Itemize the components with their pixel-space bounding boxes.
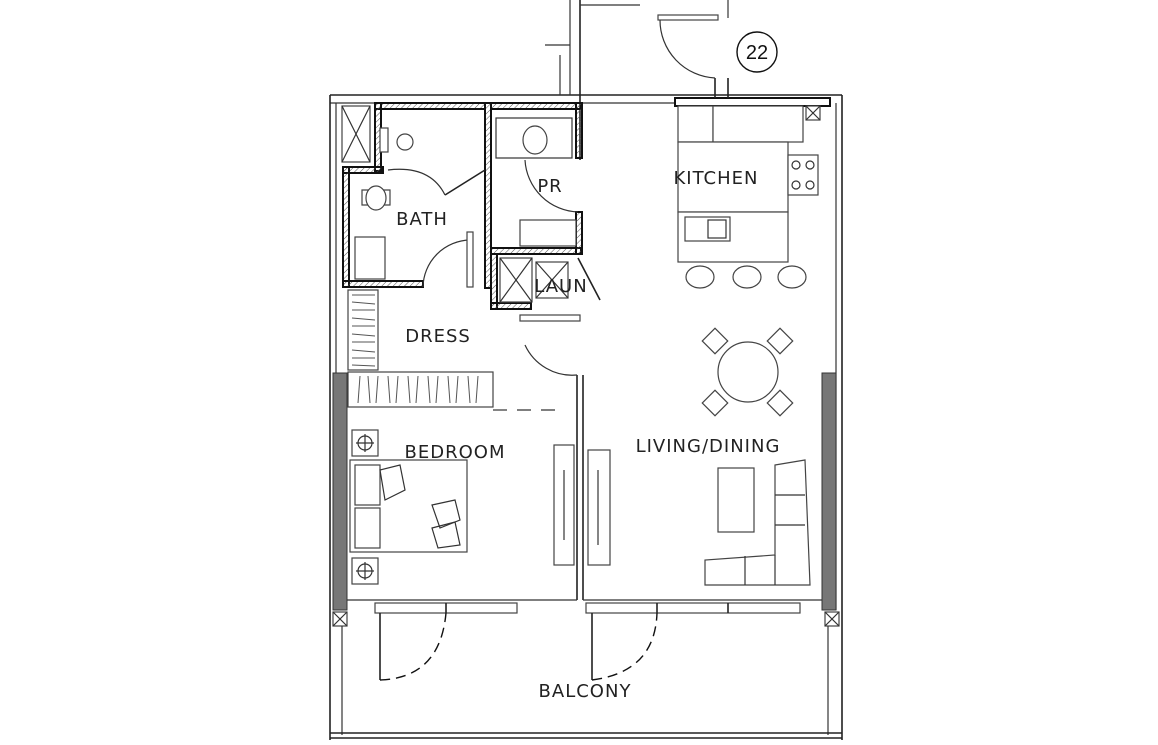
label-pr: PR bbox=[537, 176, 562, 197]
entry-corridor bbox=[545, 0, 729, 98]
pr-basin bbox=[519, 219, 577, 247]
pr-fixtures bbox=[495, 117, 579, 247]
bar-stool-1 bbox=[685, 265, 715, 289]
bath-toilet-icon bbox=[365, 185, 387, 211]
tv-unit bbox=[587, 449, 611, 566]
bar-stool-3 bbox=[777, 265, 807, 289]
bedroom-furniture bbox=[349, 429, 575, 585]
label-dress: DRESS bbox=[405, 326, 471, 347]
dress-door-swing bbox=[524, 344, 578, 376]
living-furniture bbox=[587, 449, 811, 586]
exterior-walls bbox=[329, 94, 843, 740]
column-left bbox=[332, 372, 348, 611]
wet-area-walls bbox=[342, 102, 583, 310]
label-bath: BATH bbox=[396, 209, 448, 230]
bath-door-swing bbox=[422, 239, 471, 288]
label-living-dining: LIVING/DINING bbox=[636, 436, 781, 457]
pr-toilet-icon bbox=[522, 125, 548, 155]
balcony-door-swing-left bbox=[379, 612, 447, 681]
label-kitchen: KITCHEN bbox=[674, 168, 759, 189]
dining-set bbox=[701, 327, 794, 417]
pr-door-swing bbox=[524, 159, 579, 213]
label-laun: LAUN bbox=[534, 276, 587, 297]
dining-table bbox=[717, 341, 779, 403]
label-bedroom: BEDROOM bbox=[405, 442, 506, 463]
bath-vanity bbox=[354, 236, 386, 280]
pillow-2 bbox=[354, 507, 381, 549]
kitchen-fixtures bbox=[677, 105, 819, 289]
laundry-fixtures bbox=[499, 257, 601, 376]
unit-number-badge bbox=[736, 31, 778, 73]
floor-drain bbox=[396, 133, 414, 151]
wardrobes bbox=[347, 289, 560, 411]
label-balcony: BALCONY bbox=[539, 681, 632, 702]
entry-door-swing bbox=[659, 19, 716, 79]
balcony-door-swing-right bbox=[591, 612, 658, 681]
central-wall bbox=[576, 95, 584, 600]
pillow-1 bbox=[354, 464, 381, 506]
bath-door-leaf bbox=[444, 169, 486, 196]
entry-door-leaf bbox=[657, 14, 719, 21]
unit-number: 22 bbox=[746, 42, 768, 64]
fridge bbox=[677, 105, 714, 143]
cooktop bbox=[787, 154, 819, 196]
south-facade bbox=[330, 599, 842, 739]
coffee-table bbox=[717, 467, 755, 533]
laun-door-leaf bbox=[577, 257, 601, 301]
bath-fixtures bbox=[341, 105, 486, 288]
column-right bbox=[821, 372, 837, 611]
bar-stool-2 bbox=[732, 265, 762, 289]
living-sliding-door bbox=[585, 602, 801, 614]
